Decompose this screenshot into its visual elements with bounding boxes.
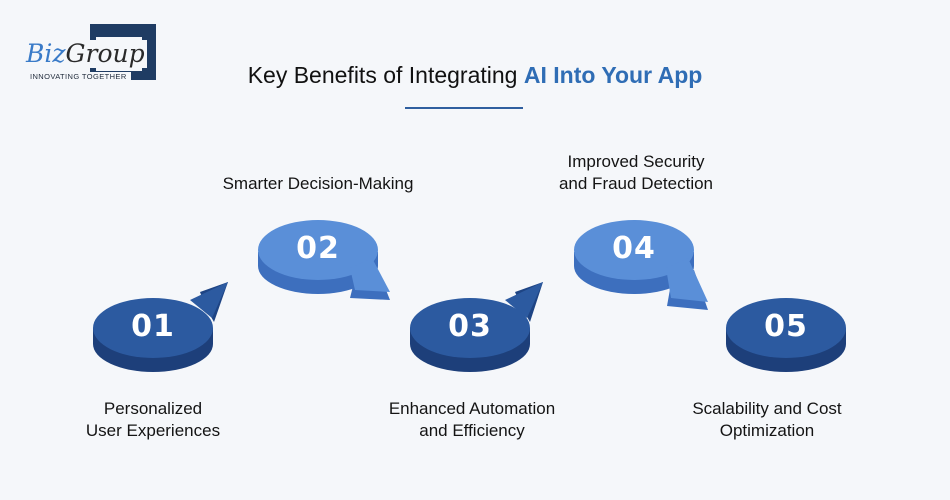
step-label-04: Improved Security and Fraud Detection — [558, 152, 714, 193]
step-label-05: Scalability and Cost Optimization — [692, 399, 842, 440]
step-number-04: 04 — [612, 231, 656, 266]
step-number-05: 05 — [764, 309, 808, 344]
step-disk-04 — [574, 220, 708, 310]
title-underline — [405, 107, 523, 109]
step-label-03: Enhanced Automation and Efficiency — [388, 399, 556, 440]
step-label-01: Personalized User Experiences — [85, 399, 221, 440]
step-label-02: Smarter Decision-Making — [222, 174, 414, 193]
step-disk-01 — [93, 282, 228, 372]
step-number-03: 03 — [448, 309, 492, 344]
logo-wordmark: BizGroup — [26, 39, 147, 68]
step-number-02: 02 — [296, 231, 340, 266]
step-disk-02 — [258, 220, 390, 300]
bizgroup-logo: BizGroup INNOVATING TOGETHER — [24, 24, 156, 84]
step-number-01: 01 — [131, 309, 175, 344]
page-title: Key Benefits of Integrating AI Into Your… — [247, 62, 703, 88]
logo-tagline: INNOVATING TOGETHER — [30, 72, 131, 81]
step-disk-05 — [726, 298, 846, 372]
step-disk-03 — [410, 282, 543, 372]
